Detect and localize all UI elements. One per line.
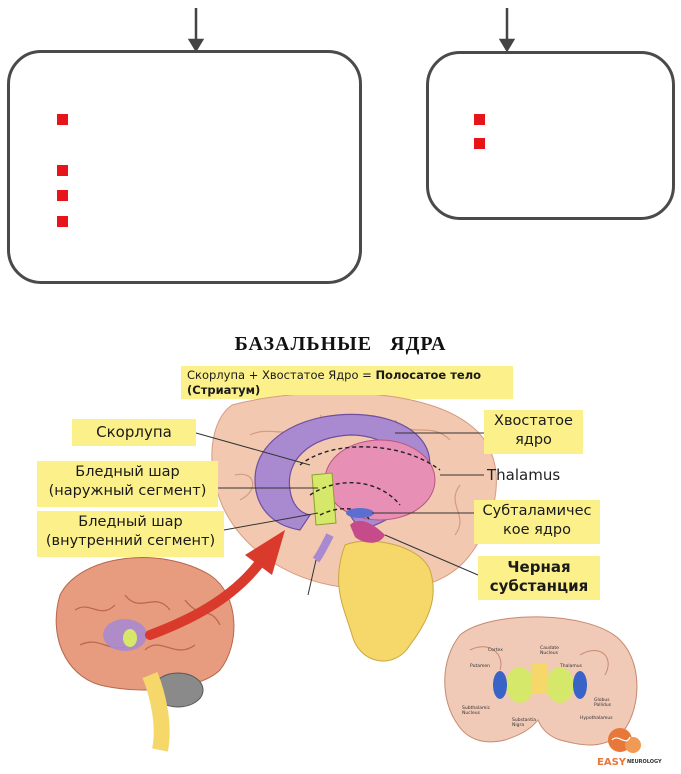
diagram-title: БАЗАЛЬНЫЕ ЯДРА — [234, 333, 447, 355]
striatum-note-bold2: (Стриатум) — [187, 383, 261, 397]
coronal-label-cortex: Cortex — [488, 648, 503, 653]
top-arrows — [187, 8, 516, 53]
coronal-label-globus-pallidus: Globus Pallidus — [594, 698, 612, 708]
label-globus-pallidus-external: Бледный шар (наружный сегмент) — [37, 461, 218, 507]
coronal-label-putamen: Putamen — [470, 664, 491, 669]
leader-lines — [195, 432, 484, 596]
easy-neurology-logo-icon — [608, 728, 641, 753]
coronal-label-caudate: Caudate Nucleus — [540, 646, 559, 656]
arrow-head-icon — [245, 530, 285, 575]
brain-section — [211, 395, 497, 662]
label-subthalamic-nucleus: Субталамичес кое ядро — [474, 500, 600, 544]
left-down-arrow-icon — [187, 8, 205, 53]
bullet-icon — [57, 165, 68, 176]
coronal-section-inset — [444, 616, 638, 746]
label-thalamus: Thalamus — [487, 466, 561, 484]
label-substantia-nigra: Черная субстанция — [478, 556, 600, 600]
right-list-box — [426, 51, 675, 220]
right-down-arrow-icon — [498, 8, 516, 53]
logo-easy: EASY — [597, 757, 627, 768]
striatum-note: Скорлупа + Хвостатое Ядро = Полосатое те… — [181, 366, 513, 399]
striatum-note-prefix: Скорлупа + Хвостатое Ядро = — [187, 368, 376, 382]
bullet-icon — [474, 114, 485, 125]
brain-illustration — [55, 395, 641, 753]
bullet-icon — [57, 114, 68, 125]
coronal-label-hypothalamus: Hypothalamus — [580, 716, 613, 721]
coronal-label-substantia-nigra: Substantia Nigra — [512, 718, 537, 728]
label-caudate-nucleus: Хвостатое ядро — [484, 410, 583, 454]
coronal-label-subthalamic: Subthalamic Nucleus — [462, 706, 491, 716]
label-putamen: Скорлупа — [72, 419, 196, 446]
label-globus-pallidus-internal: Бледный шар (внутренний сегмент) — [37, 511, 224, 557]
striatum-note-bold: Полосатое тело — [375, 368, 482, 382]
bullet-icon — [57, 190, 68, 201]
magnify-arrow-icon — [145, 560, 263, 640]
logo-neurology: NEUROLOGY — [627, 759, 662, 765]
coronal-label-thalamus: Thalamus — [560, 664, 582, 669]
bullet-icon — [57, 216, 68, 227]
bullet-icon — [474, 138, 485, 149]
whole-brain-icon — [55, 557, 235, 752]
